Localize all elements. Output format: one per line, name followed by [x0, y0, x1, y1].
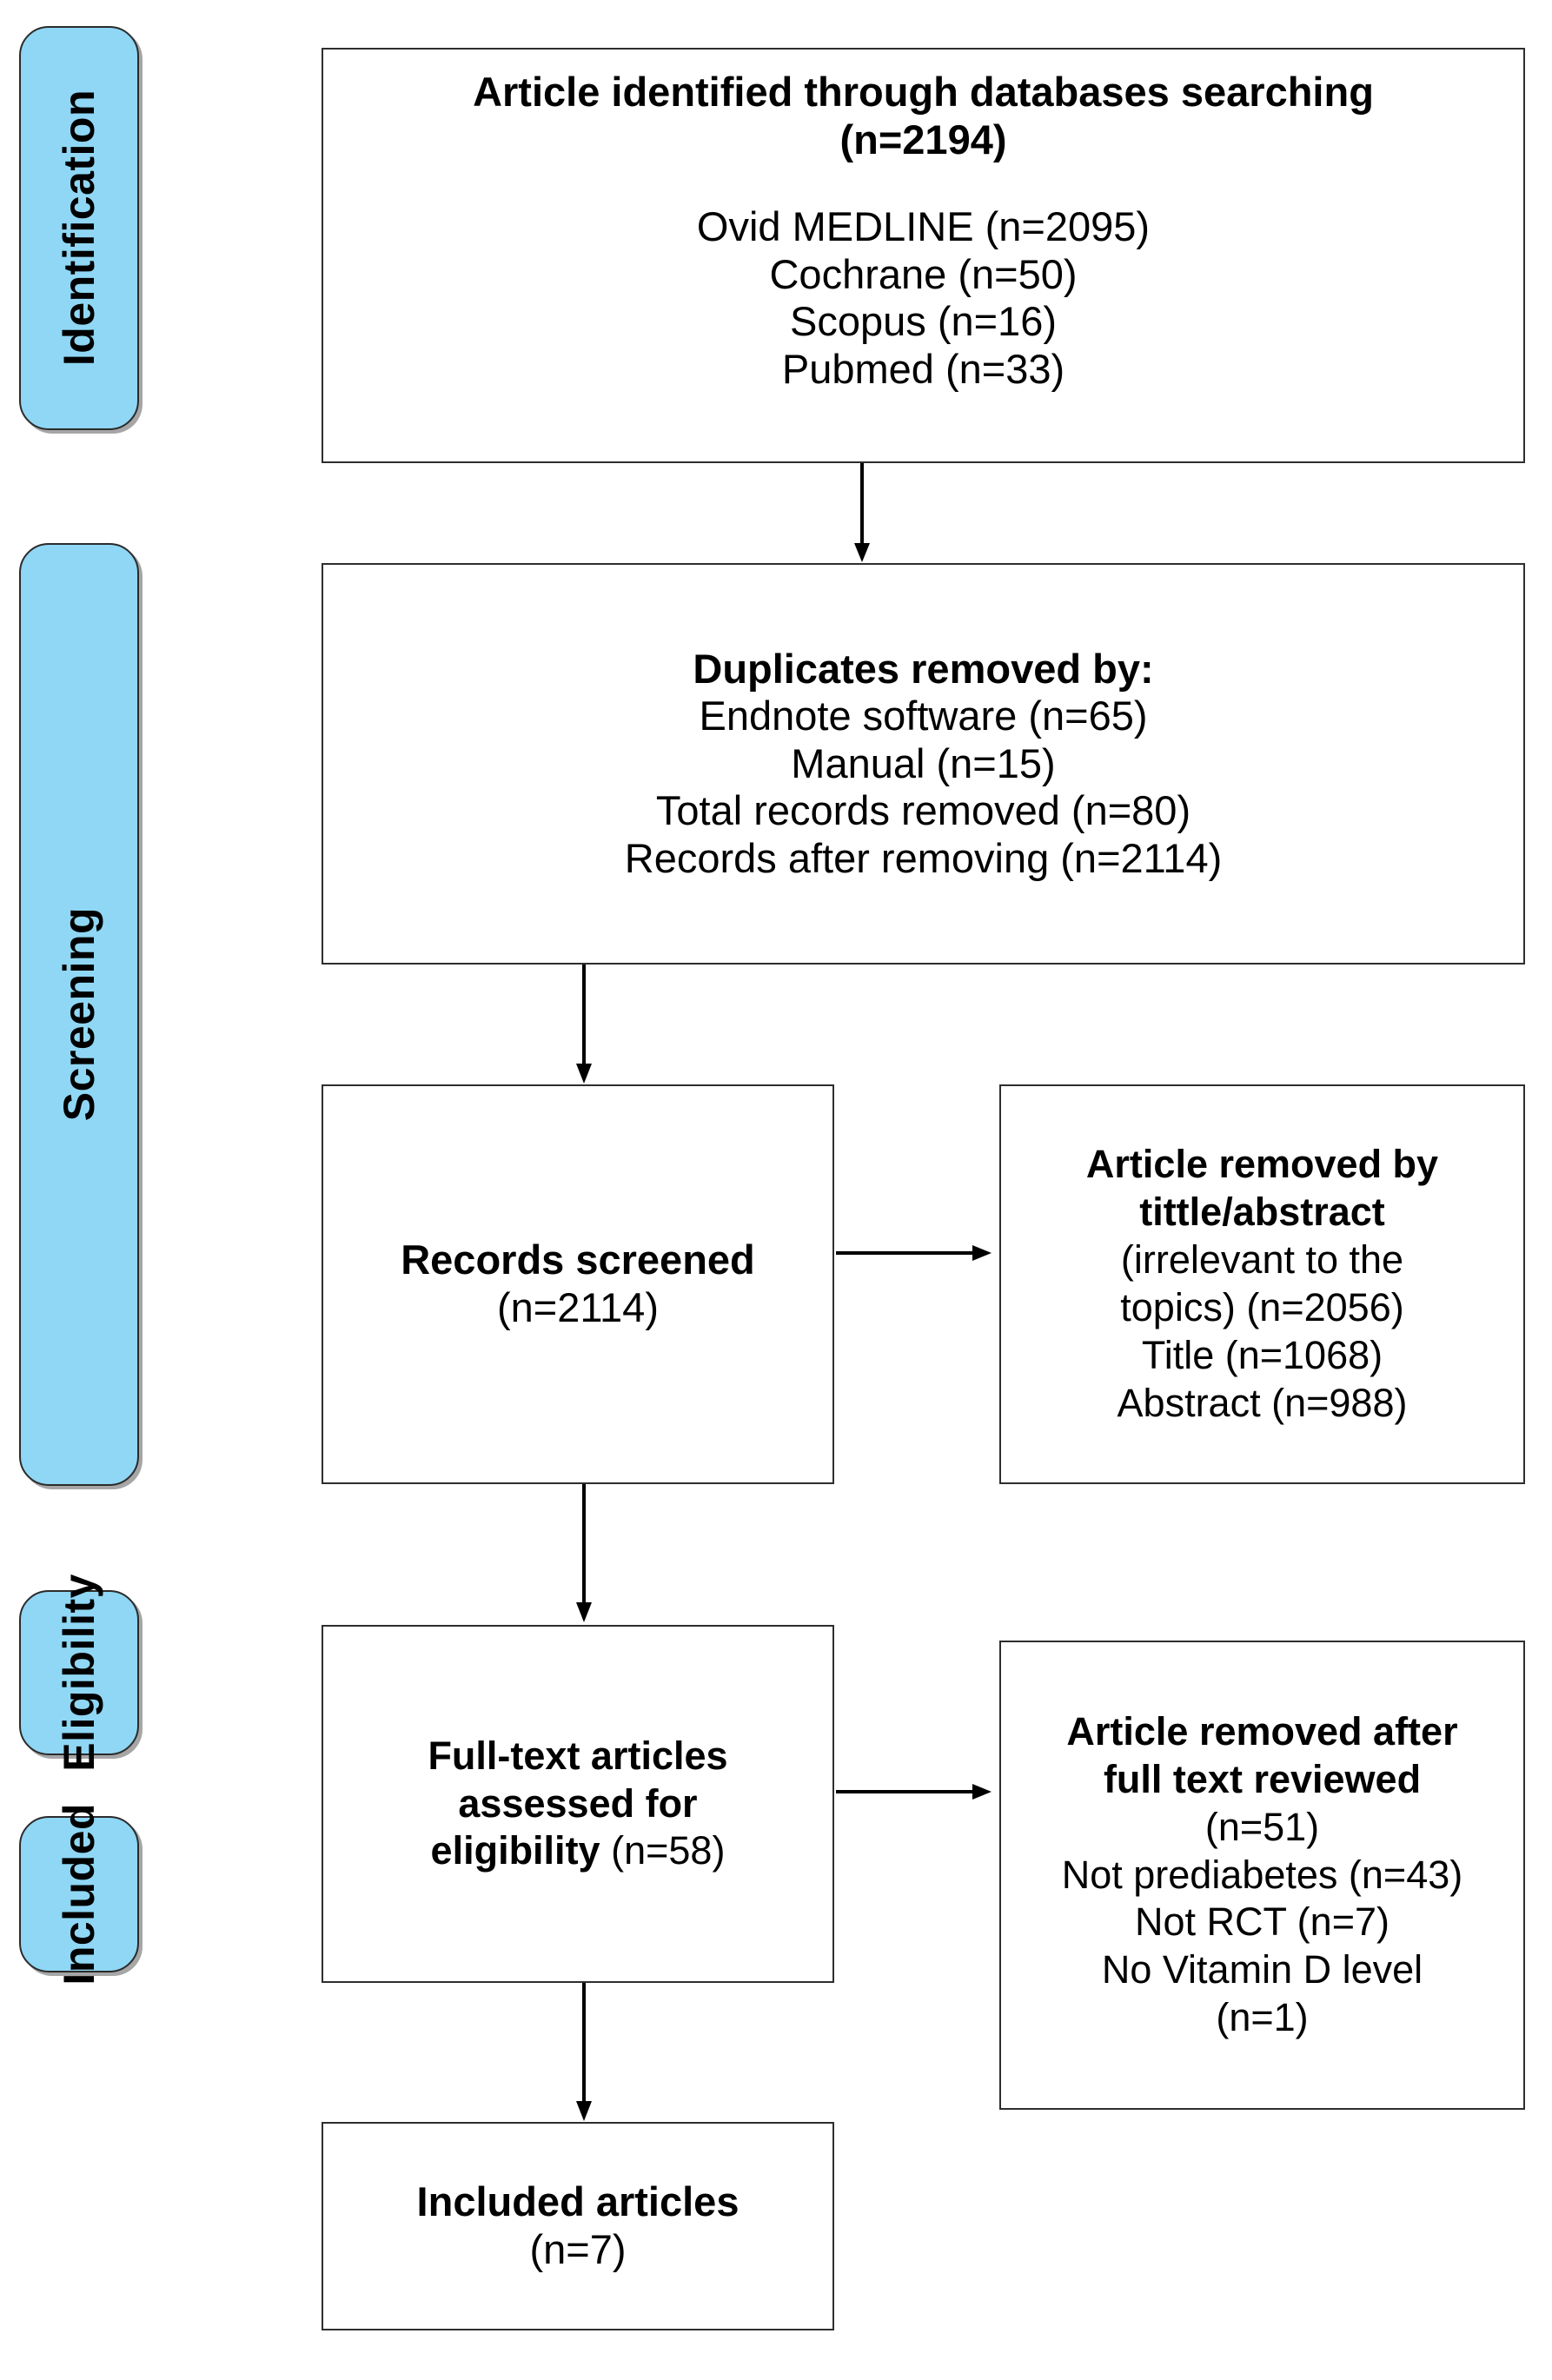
arrow-fulltext-to-included: [574, 1983, 594, 2122]
box-identification-line-2: Scopus (n=16): [790, 298, 1057, 345]
box-removed-fulltext-line-3: No Vitamin D level: [1101, 1947, 1423, 1992]
stage-pill-included: Included: [19, 1803, 139, 1986]
box-duplicates-line-0: Endnote software (n=65): [699, 693, 1148, 739]
box-fulltext-assessed: Full-text articles assessed for eligibil…: [322, 1625, 834, 1983]
arrow-records-screened-to-fulltext: [574, 1484, 594, 1623]
box-removed-fulltext-line-4: (n=1): [1216, 1995, 1309, 2040]
box-fulltext-title-line2: assessed for: [458, 1780, 698, 1826]
stage-pill-screening: Screening: [19, 543, 139, 1486]
box-duplicates-line-3: Records after removing (n=2114): [624, 834, 1223, 881]
box-removed-fulltext-line-1: Not prediabetes (n=43): [1061, 1852, 1463, 1897]
box-removed-title-abstract-title-line1: Article removed by: [1085, 1142, 1439, 1187]
box-identification-title: Article identified through databases sea…: [473, 69, 1374, 115]
box-removed-title-abstract-line-2: Title (n=1068): [1141, 1332, 1383, 1377]
box-removed-fulltext-line-2: Not RCT (n=7): [1134, 1899, 1390, 1945]
box-article-removed-title-abstract: Article removed by tittle/abstract (irre…: [999, 1084, 1525, 1484]
stage-label-included: Included: [55, 1803, 103, 1986]
box-records-screened: Records screened (n=2114): [322, 1084, 834, 1484]
box-included-count: (n=7): [529, 2226, 627, 2272]
box-identification-title-count: (n=2194): [839, 116, 1007, 162]
stage-label-eligibility: Eligibility: [55, 1574, 103, 1772]
box-duplicates-title: Duplicates removed by:: [693, 645, 1154, 692]
box-fulltext-title-line3: eligibility (n=58): [431, 1827, 726, 1875]
stage-label-screening: Screening: [55, 907, 103, 1122]
box-fulltext-title-word: eligibility: [430, 1828, 600, 1873]
box-records-screened-title: Records screened: [401, 1236, 755, 1283]
box-removed-fulltext-title-line1: Article removed after: [1066, 1708, 1458, 1754]
box-duplicates-line-1: Manual (n=15): [791, 739, 1056, 786]
stage-pill-eligibility: Eligibility: [19, 1574, 139, 1772]
stage-label-identification: Identification: [55, 89, 103, 367]
box-identification-line-0: Ovid MEDLINE (n=2095): [696, 203, 1151, 250]
arrow-records-screened-to-removed-title-abstract: [836, 1243, 992, 1263]
box-removed-title-abstract-line-1: topics) (n=2056): [1120, 1285, 1404, 1329]
box-removed-fulltext-line-0: (n=51): [1204, 1804, 1320, 1849]
box-article-identified: Article identified through databases sea…: [322, 48, 1525, 463]
box-fulltext-count: (n=58): [611, 1828, 726, 1873]
box-removed-title-abstract-title-line2: tittle/abstract: [1139, 1190, 1385, 1235]
arrow-fulltext-to-removed-fulltext: [836, 1781, 992, 1802]
box-identification-line-3: Pubmed (n=33): [781, 345, 1065, 392]
box-records-screened-count: (n=2114): [497, 1284, 659, 1330]
box-included-articles: Included articles (n=7): [322, 2122, 834, 2330]
box-fulltext-title-line1: Full-text articles: [428, 1733, 728, 1778]
arrow-duplicates-to-records-screened: [574, 965, 594, 1084]
stage-pill-identification: Identification: [19, 26, 139, 430]
box-included-title: Included articles: [416, 2178, 740, 2225]
box-identification-line-1: Cochrane (n=50): [769, 250, 1078, 297]
box-removed-title-abstract-line-3: Abstract (n=988): [1117, 1380, 1408, 1425]
box-duplicates-removed: Duplicates removed by: Endnote software …: [322, 563, 1525, 965]
box-article-removed-after-fulltext: Article removed after full text reviewed…: [999, 1641, 1525, 2110]
box-removed-title-abstract-line-0: (irrelevant to the: [1120, 1237, 1404, 1283]
arrow-identification-to-duplicates: [852, 463, 872, 563]
box-removed-fulltext-title-line2: full text reviewed: [1103, 1756, 1422, 1801]
box-duplicates-line-2: Total records removed (n=80): [655, 787, 1191, 834]
